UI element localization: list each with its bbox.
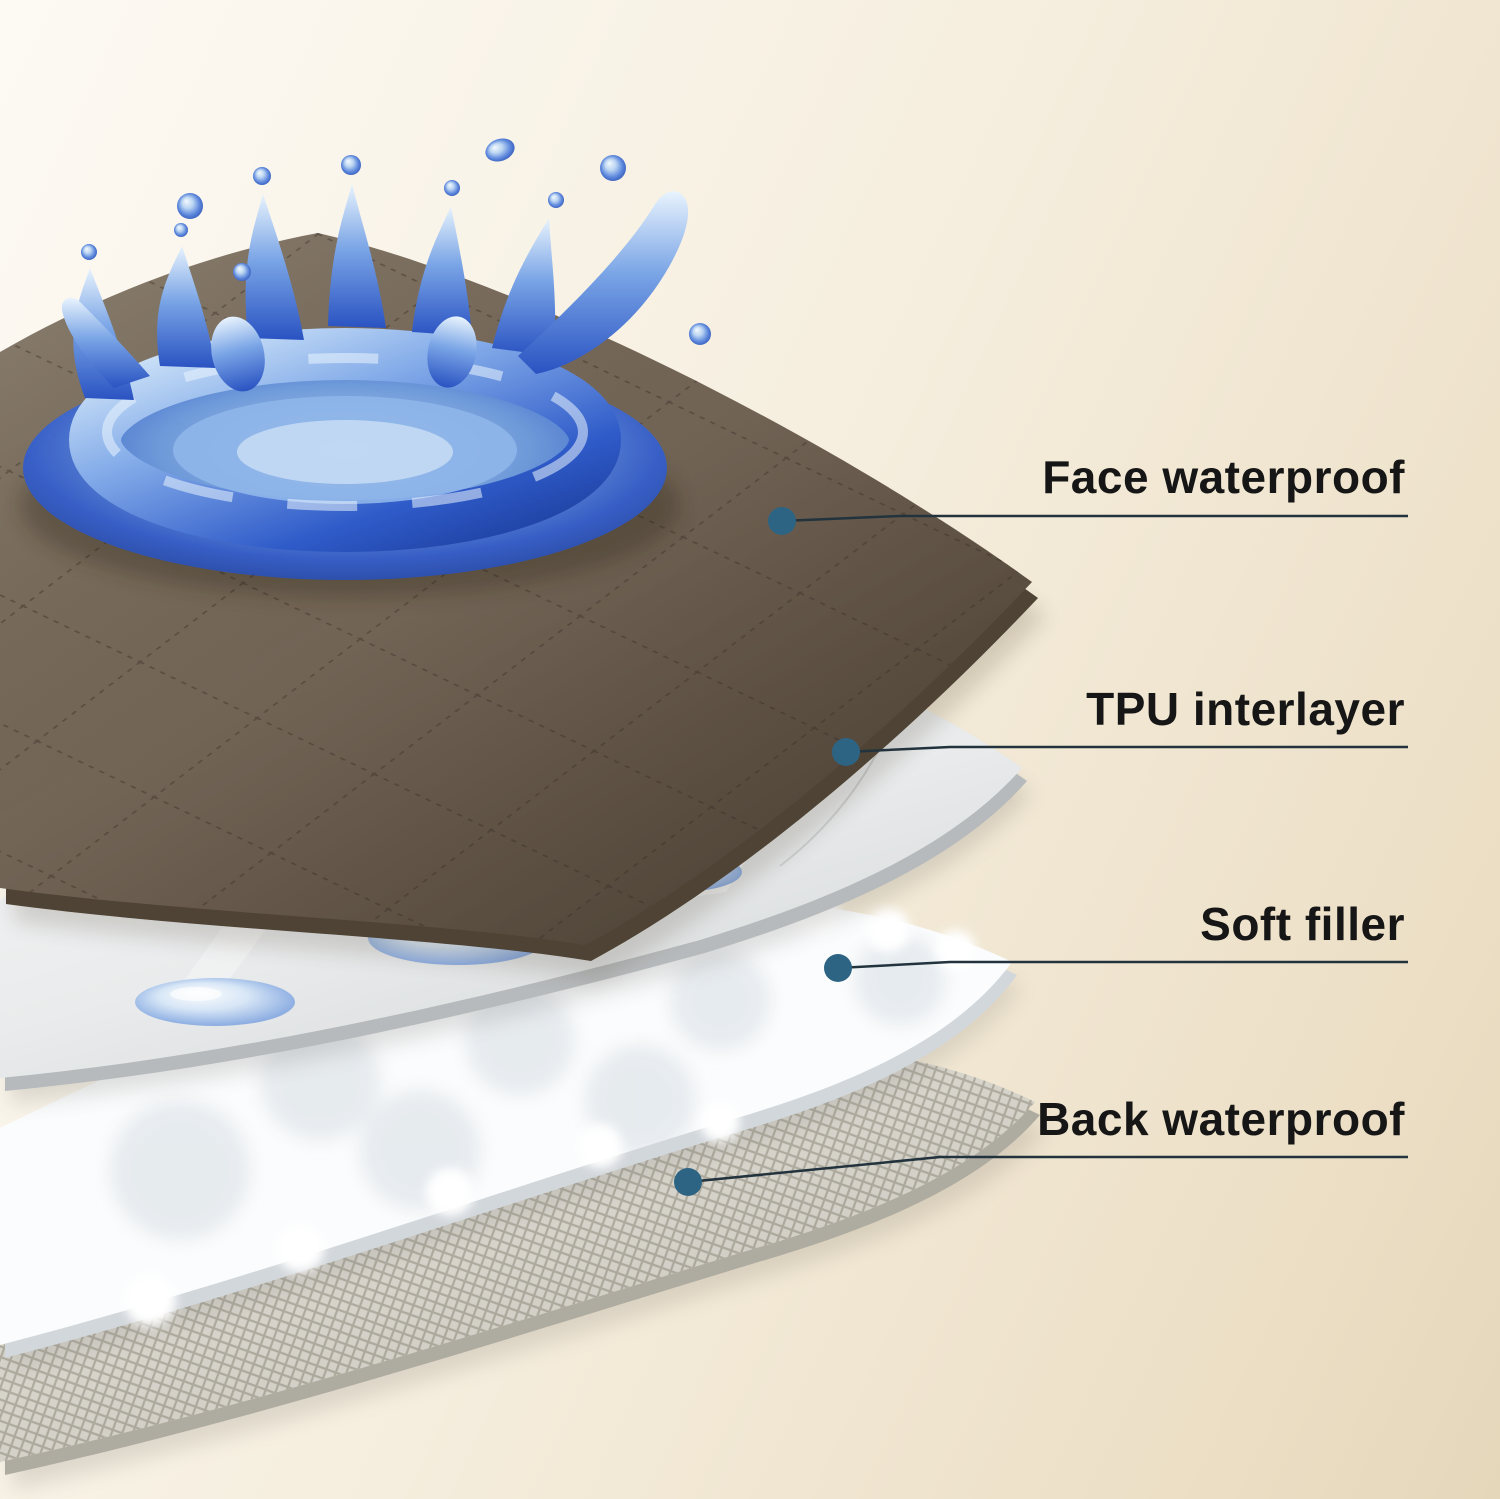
callout-label-soft-filler: Soft filler — [1200, 898, 1405, 950]
callout-dots — [674, 507, 860, 1196]
water-droplets — [81, 138, 711, 345]
callout-dot-face-waterproof — [768, 507, 796, 535]
splash-crown — [61, 184, 689, 400]
callout-label-back-waterproof: Back waterproof — [1037, 1093, 1405, 1145]
callout-dot-tpu-interlayer — [832, 738, 860, 766]
water-splash — [20, 138, 711, 597]
callout-lines — [687, 514, 1408, 1184]
callout-label-face-waterproof: Face waterproof — [1042, 451, 1405, 503]
callout-line-face-waterproof — [781, 514, 1408, 523]
callout-line-tpu-interlayer — [845, 745, 1408, 754]
callout-dot-soft-filler — [824, 954, 852, 982]
callout-line-soft-filler — [837, 960, 1408, 970]
callout-label-tpu-interlayer: TPU interlayer — [1086, 683, 1405, 735]
callout-line-back-waterproof — [687, 1155, 1408, 1184]
callout-dot-back-waterproof — [674, 1168, 702, 1196]
